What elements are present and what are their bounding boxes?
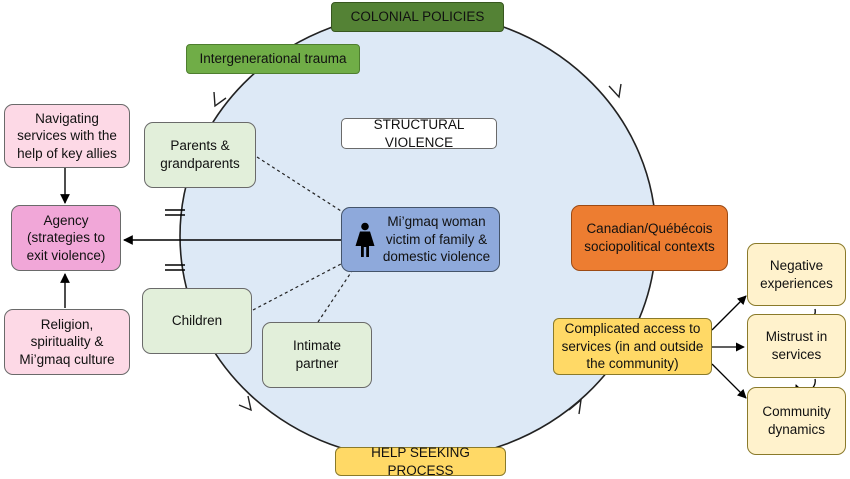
navigating-services-box: Navigating services with the help of key…	[4, 104, 130, 168]
structural-violence-label: STRUCTURAL VIOLENCE	[341, 117, 497, 150]
parents-grandparents-box: Parents & grandparents	[144, 122, 256, 188]
parents-dotted-link	[256, 156, 342, 212]
intergenerational-trauma-box: Intergenerational trauma	[186, 44, 360, 74]
children-dotted-link	[252, 263, 342, 311]
circle-direction-chevron	[238, 395, 252, 412]
partner-dotted-link	[317, 270, 353, 323]
religion-spirituality-box: Religion, spirituality & Mi’gmaq culture	[4, 309, 130, 375]
complicated-access-box: Complicated access to services (in and o…	[553, 318, 712, 375]
circle-direction-chevron	[608, 83, 622, 99]
woman-figure-icon	[355, 222, 375, 257]
access-to-community-arrow	[711, 363, 747, 399]
agency-box: Agency (strategies to exit violence)	[11, 205, 121, 271]
community-dynamics-box: Community dynamics	[747, 387, 846, 455]
sociopolitical-contexts-box: Canadian/Québécois sociopolitical contex…	[571, 205, 728, 271]
children-box: Children	[142, 288, 252, 354]
circle-direction-chevron	[213, 91, 227, 108]
negative-experiences-box: Negative experiences	[747, 243, 846, 306]
circle-direction-chevron	[568, 398, 582, 415]
help-seeking-process-box: HELP SEEKING PROCESS	[335, 445, 506, 478]
mistrust-services-box: Mistrust in services	[747, 314, 846, 378]
intimate-partner-box: Intimate partner	[262, 322, 372, 388]
woman-victim-label: Mi’gmaq woman victim of family & domesti…	[382, 214, 491, 265]
woman-victim-box: Mi’gmaq woman victim of family & domesti…	[341, 207, 500, 272]
access-to-negative-arrow	[711, 295, 747, 331]
colonial-policies-box: COLONIAL POLICIES	[331, 2, 504, 32]
